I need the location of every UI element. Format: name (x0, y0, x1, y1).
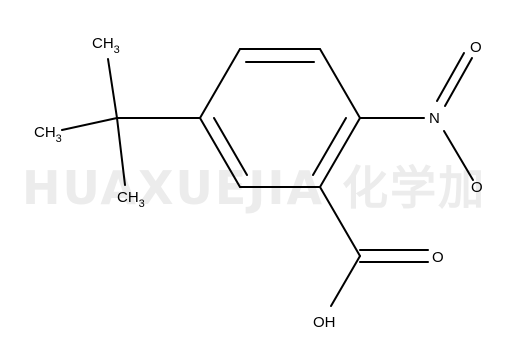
carboxyl-bond (319, 186, 361, 257)
carbonyl-o-label: O (432, 249, 444, 266)
methyl-bond (61, 117, 118, 131)
ch3-bottom-label: CH3 (117, 189, 145, 210)
ring-inner-bond (312, 117, 347, 176)
n-o-bond (443, 130, 474, 181)
nitro-o-bottom-label: O (471, 179, 483, 196)
atom-labels: CH3 CH3 CH3 N O O O OH (34, 35, 483, 331)
methyl-bond (116, 117, 126, 186)
ring-bond (319, 117, 361, 188)
bonds (61, 48, 474, 307)
n-o-bond-double (436, 52, 465, 102)
methyl-bond (107, 58, 118, 119)
ring-inner-bond (213, 117, 248, 176)
ch3-left-label: CH3 (34, 124, 62, 145)
ring-bond (199, 48, 241, 119)
ch3-top-label: CH3 (92, 35, 120, 56)
c-oh-bond (330, 255, 361, 307)
ring-bond (319, 48, 361, 119)
nitro-o-top-label: O (470, 39, 482, 56)
n-o-bond (444, 57, 473, 107)
ring-bond (199, 117, 241, 188)
hydroxyl-label: OH (313, 314, 336, 331)
nitro-n-label: N (429, 110, 440, 127)
